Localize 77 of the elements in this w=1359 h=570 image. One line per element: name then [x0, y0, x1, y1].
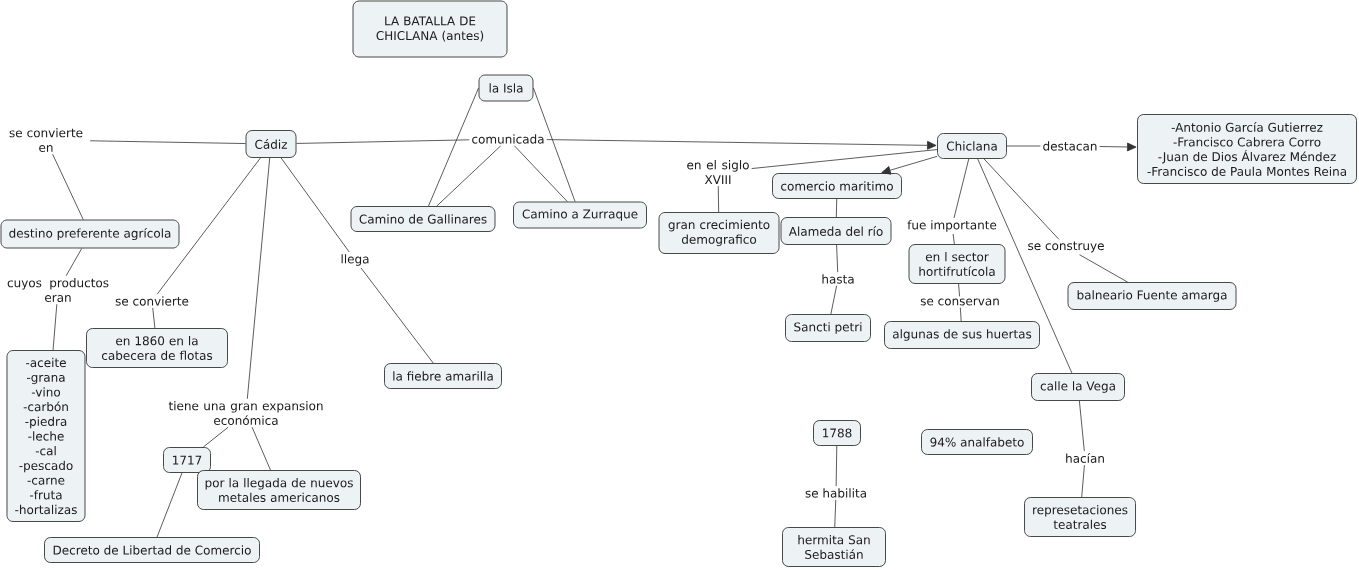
concept-box: Sancti petri [785, 314, 871, 342]
list-box: -Antonio García Gutierrez -Francisco Cabrera Corro -Juan de Dios Álvarez Méndez -Francisco de Paula Montes Reina [1137, 114, 1357, 184]
connector [751, 149, 938, 169]
linking-phrase: tiene una gran expansion económica [168, 401, 323, 425]
concept-box: Alameda del río [780, 217, 892, 245]
connector [983, 158, 1060, 240]
concept-box: Chiclana [937, 133, 1007, 159]
linking-phrase: se convierte [115, 296, 189, 306]
connector [835, 198, 838, 218]
linking-phrase: comunicada [472, 134, 544, 144]
connector [89, 140, 246, 144]
connector [246, 157, 271, 400]
concept-box: Cádiz [245, 130, 297, 158]
connector [1081, 464, 1085, 498]
linking-phrase: se habilita [805, 488, 866, 498]
concept-box: en 1860 en la cabecera de flotas [86, 328, 228, 368]
concept-box: represetaciones teatrales [1024, 497, 1136, 537]
concept-box: la Isla [478, 74, 534, 102]
concept-box: gran crecimiento demografico [658, 212, 780, 254]
concept-box: 1717 [163, 447, 211, 473]
concept-box: Camino de Gallinares [350, 206, 496, 232]
arrow [1099, 142, 1137, 152]
connector [953, 158, 970, 219]
concept-box: comercio maritimo [772, 173, 902, 199]
linking-phrase: se conservan [920, 298, 999, 306]
connector [436, 145, 502, 207]
connector [717, 185, 720, 213]
connector [836, 244, 839, 273]
linking-phrase: hasta [822, 274, 854, 284]
connector [533, 87, 576, 202]
connector [835, 445, 838, 487]
arrow [881, 155, 938, 175]
connector [830, 285, 837, 315]
concept-box: la fiebre amarilla [384, 363, 502, 389]
concept-box: algunas de sus huertas [884, 321, 1040, 349]
connector [1079, 400, 1085, 452]
connector [251, 426, 271, 471]
connector [202, 426, 229, 448]
connector [296, 139, 470, 144]
linking-phrase: en el siglo XVIII [687, 160, 749, 184]
connector [360, 267, 434, 364]
connector [156, 157, 261, 295]
concept-box: balneario Fuente amarga [1067, 282, 1237, 310]
arrow [546, 139, 937, 150]
concept-box: 1788 [813, 420, 861, 446]
concept-box: en l sector hortifrutícola [908, 244, 1006, 284]
connector [1006, 145, 1041, 147]
concept-box: destino preferente agrícola [0, 219, 180, 249]
title-box: LA BATALLA DE CHICLANA (antes) [352, 0, 508, 58]
connector [428, 87, 479, 207]
connector [1079, 254, 1128, 283]
connector [834, 499, 837, 528]
linking-phrase: hacían [1066, 453, 1104, 463]
connector [52, 153, 84, 220]
connector [52, 303, 58, 351]
linking-phrase: llega [341, 254, 369, 266]
linking-phrase: fue importante [907, 220, 997, 232]
connector [958, 283, 960, 297]
concept-box: calle la Vega [1031, 373, 1125, 401]
list-box: -aceite -grana -vino -carbón -piedra -leche -cal -pescado -carne -fruta -hortalizas [6, 350, 86, 522]
connector [959, 307, 962, 322]
connector [152, 307, 156, 329]
linking-phrase: se construye [1028, 241, 1104, 253]
connector [514, 145, 568, 202]
concept-box: Camino a Zurraque [513, 201, 647, 229]
linking-phrase: se convierte en [9, 128, 83, 152]
connector [952, 233, 955, 245]
connector [280, 157, 350, 253]
connector [977, 158, 1073, 374]
linking-phrase: cuyos productos eran [7, 278, 109, 302]
concept-box: Decreto de Libertad de Comercio [44, 537, 260, 563]
linking-phrase: destacan [1043, 141, 1097, 151]
concept-box: hermita San Sebastián [782, 527, 886, 567]
concept-box: 94% analfabeto [921, 429, 1033, 455]
connector [156, 472, 183, 538]
connector [65, 248, 83, 277]
concept-box: por la llegada de nuevos metales americanos [197, 470, 361, 510]
